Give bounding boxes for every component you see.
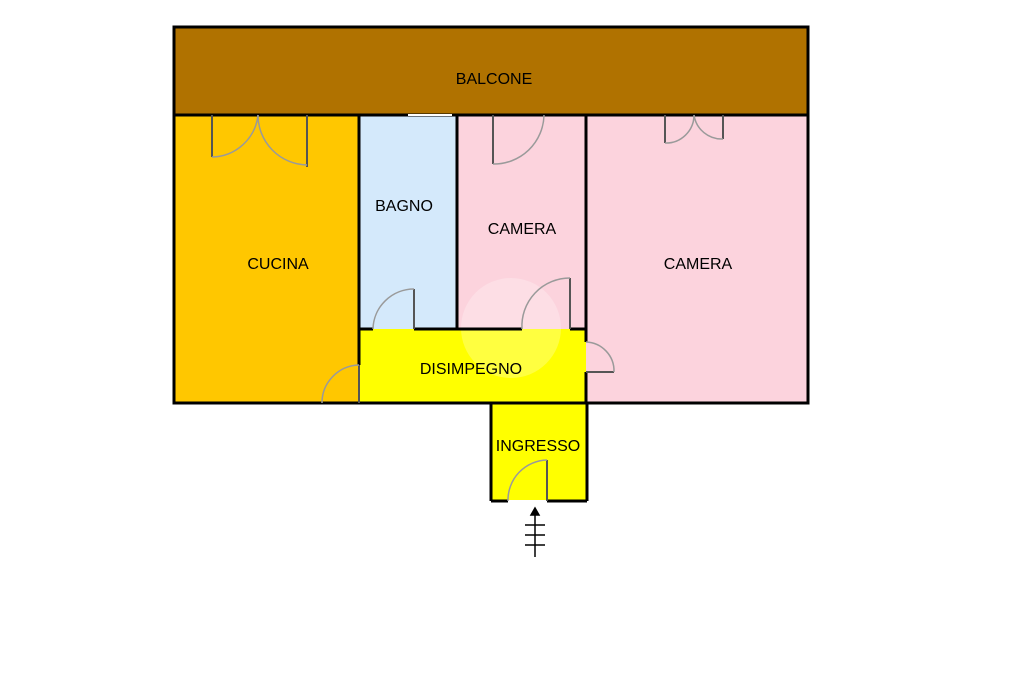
room-label-bagno: BAGNO xyxy=(375,198,433,215)
door-camera-large xyxy=(585,341,615,373)
entrance-arrow-icon xyxy=(525,506,545,557)
room-label-camera-large: CAMERA xyxy=(664,256,733,273)
room-label-cucina: CUCINA xyxy=(247,256,309,273)
door-camera-large-balcone xyxy=(664,114,724,144)
room-ingresso xyxy=(491,403,587,500)
room-camera-small xyxy=(457,115,586,329)
room-label-ingresso: INGRESSO xyxy=(496,438,580,455)
room-label-disimpegno: DISIMPEGNO xyxy=(420,361,522,378)
room-cucina xyxy=(174,115,359,403)
room-bagno xyxy=(359,115,457,329)
room-balcone xyxy=(174,27,808,115)
room-label-balcone: BALCONE xyxy=(456,71,532,88)
room-label-camera-small: CAMERA xyxy=(488,221,557,238)
door-bagno xyxy=(372,288,415,330)
door-cucina xyxy=(321,364,360,404)
room-disimpegno xyxy=(359,329,586,403)
door-camera-small xyxy=(521,277,571,330)
door-cucina-balcone xyxy=(211,114,308,167)
door-camera-small-balcone xyxy=(492,114,545,165)
door-ingresso xyxy=(507,459,548,502)
room-camera-large xyxy=(586,115,808,403)
